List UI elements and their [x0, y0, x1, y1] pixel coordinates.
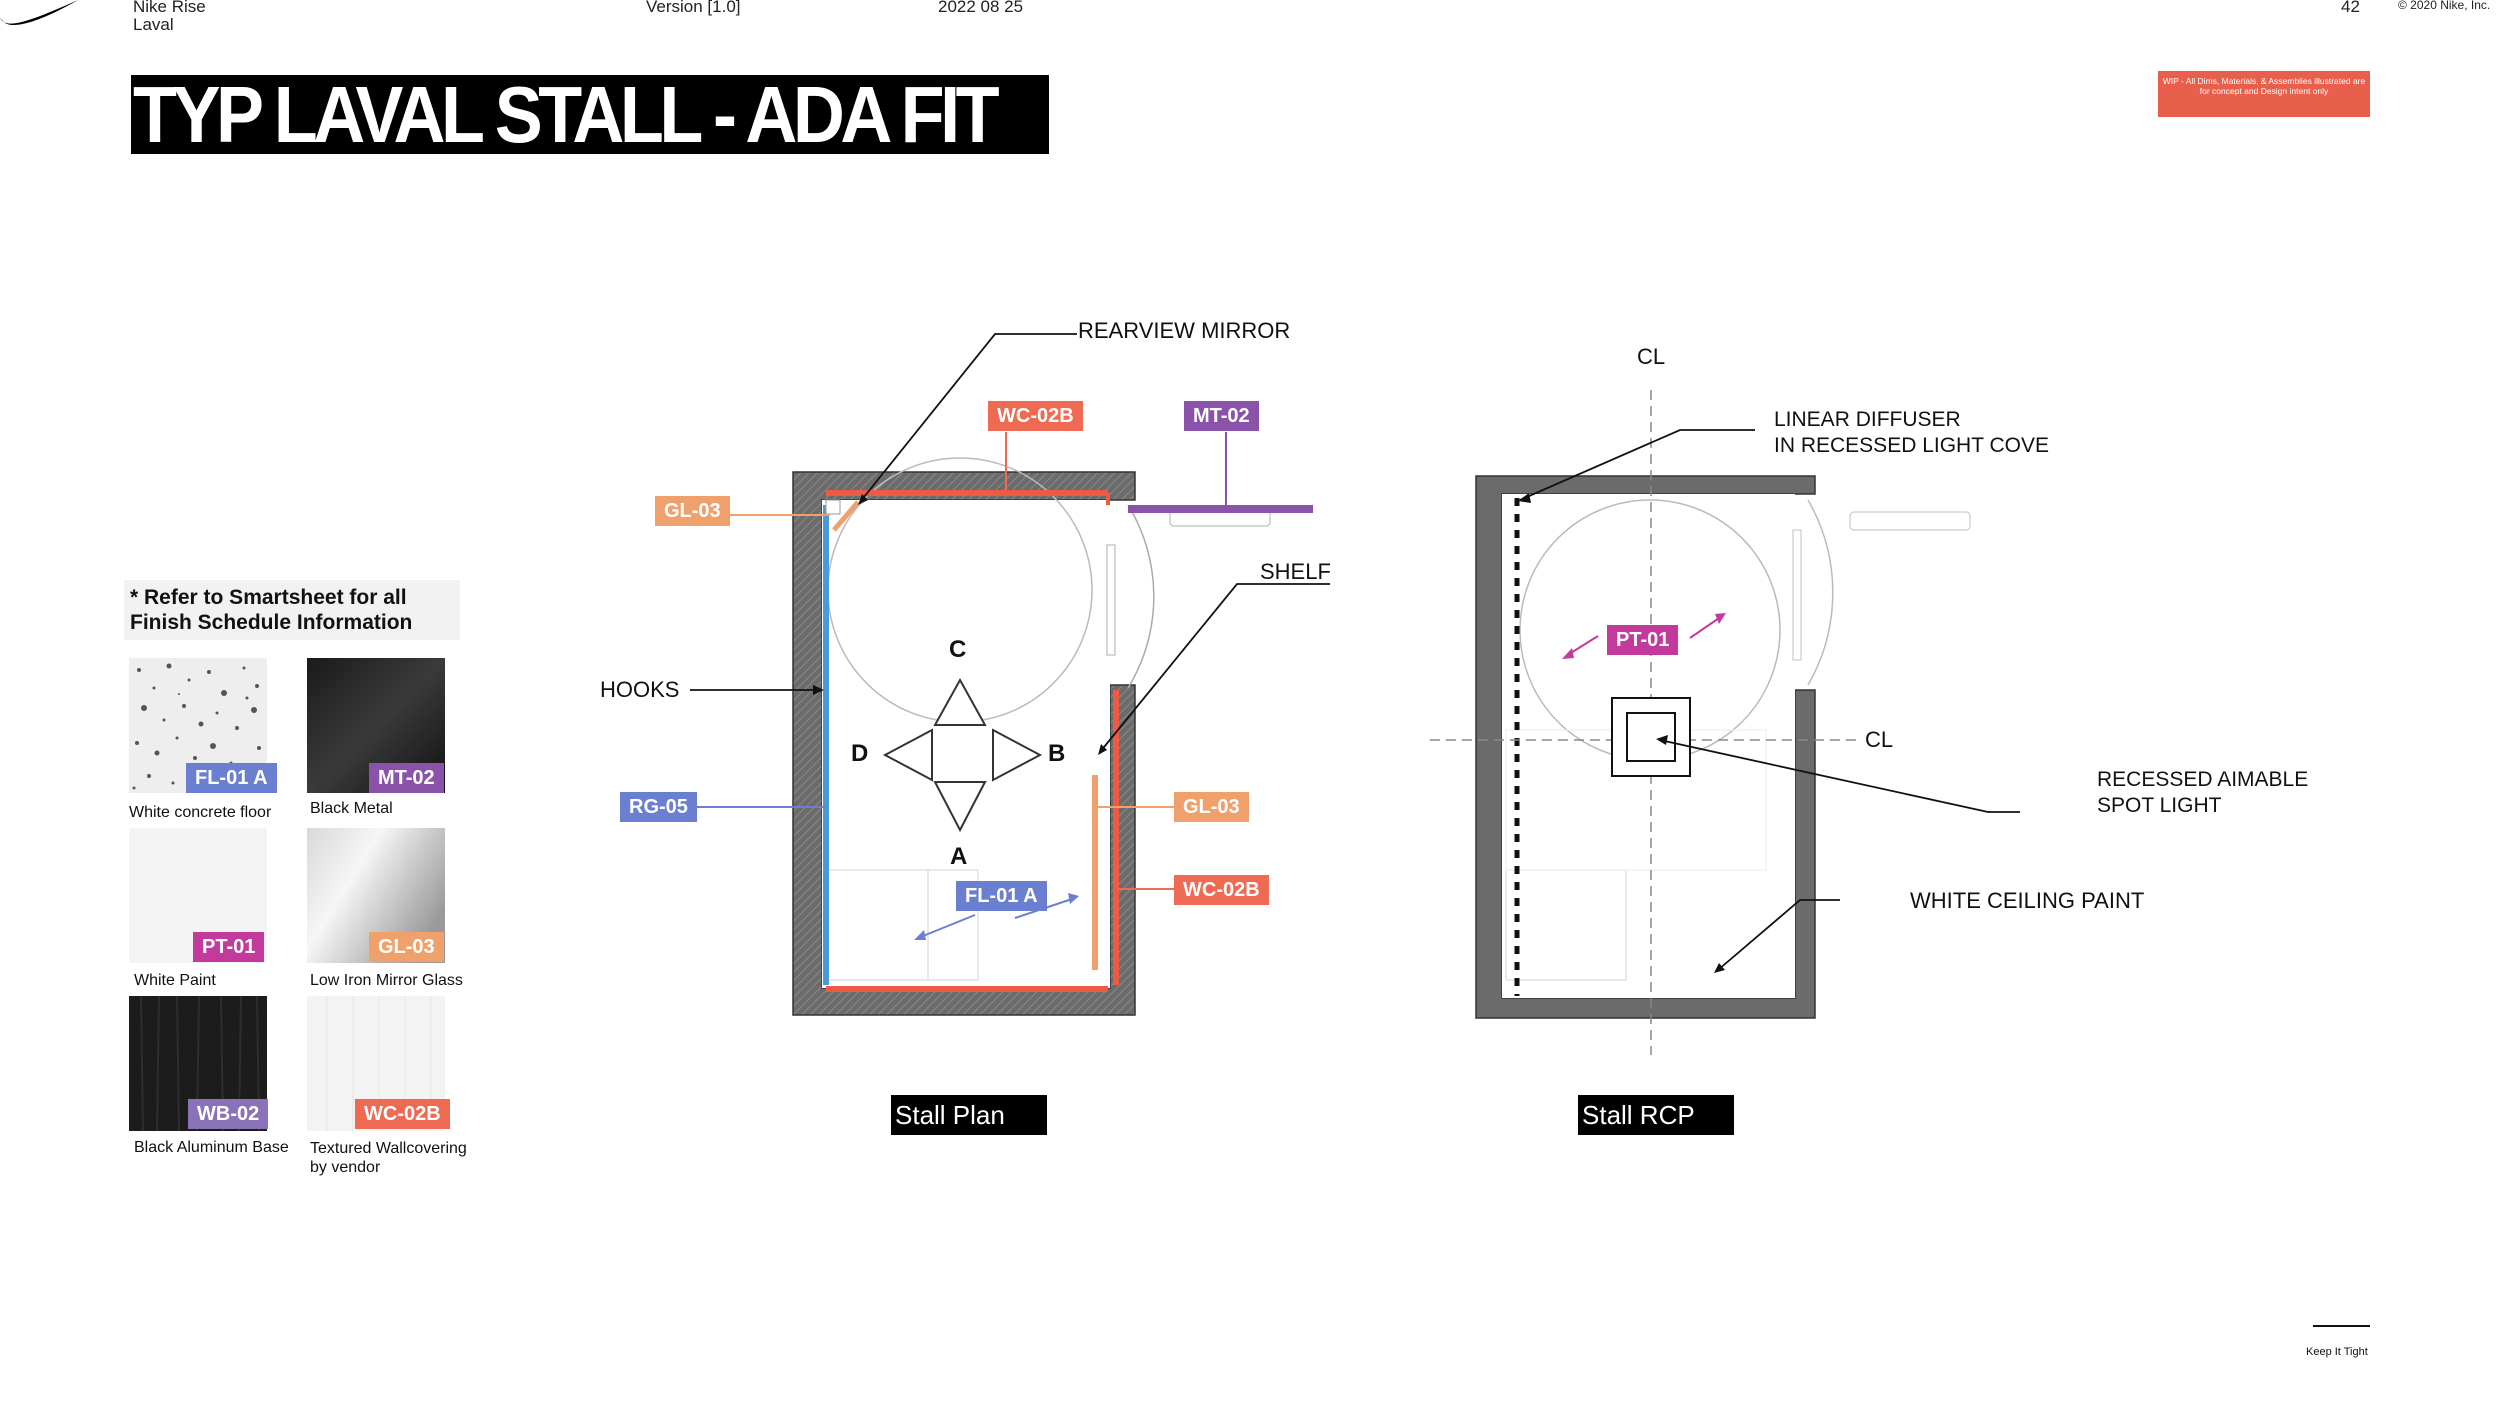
rcp-cl-right-label: CL	[1865, 727, 1894, 752]
ceiling-paint-label: WHITE CEILING PAINT	[1910, 888, 2145, 913]
stall-plan-caption: Stall Plan	[891, 1095, 1047, 1135]
linear-diffuser-line-2: IN RECESSED LIGHT COVE	[1774, 434, 2050, 457]
direction-b-label: B	[1048, 740, 1066, 767]
finish-note-box	[124, 580, 460, 640]
spot-light-symbol	[1611, 697, 1691, 777]
hooks-label: HOOKS	[600, 677, 680, 702]
title-bar	[131, 75, 1049, 154]
mt-02-caption: Black Metal	[310, 800, 393, 817]
project-line-1: Nike Rise	[133, 0, 206, 16]
footer-rule	[2313, 1325, 2370, 1327]
gl-03-swatch-tag: GL-03	[369, 932, 444, 962]
copyright: © 2020 Nike, Inc.	[2398, 0, 2491, 12]
finish-note: * Refer to Smartsheet for all Finish Sch…	[130, 586, 413, 634]
version-label: Version [1.0]	[646, 0, 741, 16]
plan-rg-05-tag: RG-05	[620, 792, 697, 822]
wc-02b-swatch-tag: WC-02B	[355, 1099, 450, 1129]
plan-wc-02b-right-tag: WC-02B	[1174, 875, 1269, 905]
direction-a-label: A	[950, 843, 968, 870]
wb-02-swatch-tag: WB-02	[188, 1099, 269, 1129]
plan-wc-02b-top-tag: WC-02B	[988, 401, 1083, 431]
plan-gl-03-right-tag: GL-03	[1174, 792, 1249, 822]
page-number: 42	[2341, 0, 2360, 16]
pt-01-swatch-tag: PT-01	[193, 932, 265, 962]
plan-fl-01a-tag: FL-01 A	[956, 881, 1047, 911]
footer-tagline: Keep It Tight	[2306, 1346, 2368, 1358]
spot-light-line-2: SPOT LIGHT	[2097, 794, 2222, 817]
stall-rcp-caption: Stall RCP	[1578, 1095, 1734, 1135]
direction-d-label: D	[851, 740, 869, 767]
rcp-pt-01-tag: PT-01	[1607, 625, 1679, 655]
date-label: 2022 08 25	[938, 0, 1024, 16]
nike-swoosh-logo	[0, 0, 78, 26]
stall-rcp-drawing	[1430, 390, 2020, 1055]
project-name: Nike Rise Laval	[133, 0, 206, 34]
rearview-mirror-label: REARVIEW MIRROR	[1078, 318, 1291, 343]
wip-note: WIP - All Dims, Materials, & Assemblies …	[2158, 71, 2370, 117]
fl-01a-swatch-tag: FL-01 A	[186, 763, 277, 793]
page-title: TYP LAVAL STALL - ADA FIT	[133, 70, 1000, 159]
stall-plan-drawing	[690, 333, 1330, 1016]
spot-light-line-1: RECESSED AIMABLE	[2097, 768, 2309, 791]
pt-01-caption: White Paint	[134, 972, 216, 989]
mt-02-swatch-tag: MT-02	[369, 763, 444, 793]
rcp-cl-top-label: CL	[1637, 344, 1666, 369]
linear-diffuser-label: LINEAR DIFFUSER IN RECESSED LIGHT COVE	[1774, 407, 2049, 459]
project-line-2: Laval	[133, 15, 174, 34]
fl-01a-caption: White concrete floor	[129, 804, 272, 821]
plan-gl-03-left-tag: GL-03	[655, 496, 730, 526]
shelf-label: SHELF	[1260, 559, 1331, 584]
linear-diffuser-line-1: LINEAR DIFFUSER	[1774, 408, 1961, 431]
gl-03-caption: Low Iron Mirror Glass	[310, 972, 463, 989]
direction-c-label: C	[949, 636, 967, 663]
plan-mt-02-tag: MT-02	[1184, 401, 1259, 431]
wc-02b-caption: Textured Wallcovering by vendor	[310, 1140, 467, 1176]
spot-light-label: RECESSED AIMABLE SPOT LIGHT	[2097, 767, 2308, 819]
wb-02-caption: Black Aluminum Base	[134, 1139, 289, 1156]
